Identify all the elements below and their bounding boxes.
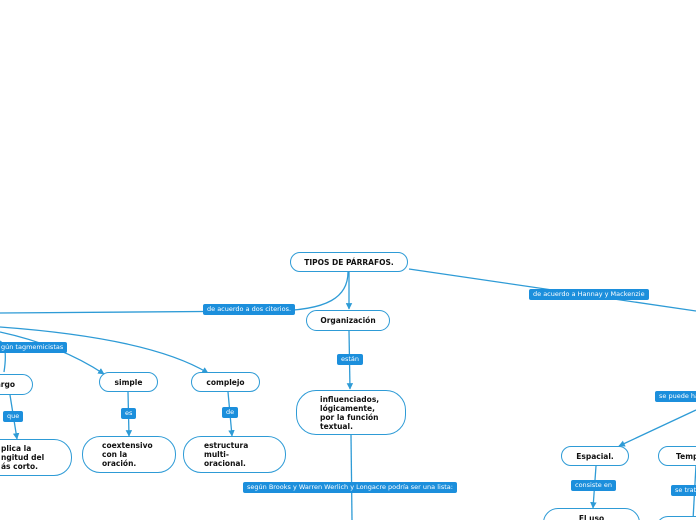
edge-tagmemicistas-simple xyxy=(0,331,105,375)
longitud-node[interactable]: plica la ngitud del ás corto. xyxy=(0,439,72,476)
edge-label-hannay: de acuerdo a Hannay y Mackenzie xyxy=(529,289,649,300)
influenciados-node[interactable]: influenciados, lógicamente, por la funci… xyxy=(296,390,406,435)
edge-label-es: es xyxy=(121,408,137,419)
edge-label-de: de xyxy=(222,407,239,418)
root-node[interactable]: TIPOS DE PÁRRAFOS. xyxy=(290,252,408,272)
uso-node[interactable]: El uso xyxy=(543,508,640,520)
coextensivo-node[interactable]: coextensivo con la oración. xyxy=(82,436,176,473)
edge-sepuede-espacial xyxy=(618,409,696,447)
espacial-node[interactable]: Espacial. xyxy=(561,446,629,466)
edge-label-consiste: consiste en xyxy=(571,480,616,491)
edge-influenciados-lista xyxy=(350,434,353,520)
edge-root-criterios xyxy=(0,271,349,314)
largo-node[interactable]: largo xyxy=(0,374,33,395)
organizacion-node[interactable]: Organización xyxy=(306,310,390,331)
edge-label-estan: están xyxy=(337,354,364,365)
edge-label-se-puede: se puede ha xyxy=(655,391,696,402)
edge-label-que: que xyxy=(3,411,24,422)
edge-tagmemicistas-complejo xyxy=(0,326,209,374)
temporal-child-node[interactable] xyxy=(656,516,696,520)
edge-label-tagmemicistas: gún tagmemicistas xyxy=(0,342,68,353)
simple-node[interactable]: simple xyxy=(99,372,158,392)
temporal-node[interactable]: Temp xyxy=(658,446,696,466)
edge-label-brooks: según Brooks y Warren Werlich y Longacre… xyxy=(243,482,457,493)
estructura-node[interactable]: estructura multi- oracional. xyxy=(183,436,286,473)
complejo-node[interactable]: complejo xyxy=(191,372,260,392)
edge-label-se-trata: se trat xyxy=(671,485,696,496)
edge-label-criterios: de acuerdo a dos citerios. xyxy=(203,304,296,315)
